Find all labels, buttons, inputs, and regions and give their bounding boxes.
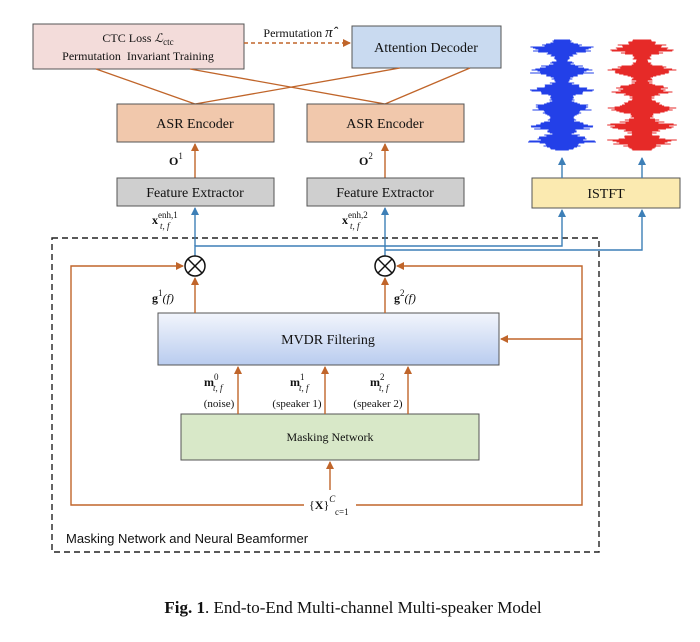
attention-decoder-box [351, 25, 502, 69]
mask-1-desc: (speaker 1) [272, 398, 322, 410]
ctc-loss-box [32, 23, 245, 70]
ctc-loss-label: CTC Loss ℒctc [102, 31, 173, 47]
feature-extractor-1-box [116, 177, 275, 207]
multiplier-2 [374, 255, 396, 277]
masking-network-label: Masking Network [287, 430, 374, 444]
waveform-speaker-1 [528, 39, 596, 151]
gain-2-label: g2(f) [394, 288, 416, 305]
o1-label: O1 [169, 151, 183, 168]
feature-extractor-1-label: Feature Extractor [146, 186, 244, 201]
input-signal-label: {X}Cc=1 [309, 494, 349, 517]
gain-1-label: g1(f) [152, 288, 174, 305]
mvdr-filtering-label: MVDR Filtering [281, 333, 375, 348]
o2-label: O2 [359, 151, 373, 168]
figure-caption: Fig. 1. End-to-End Multi-channel Multi-s… [164, 598, 541, 617]
permutation-label: Permutation π̂ [263, 25, 338, 41]
enhanced-signal-lines [191, 157, 646, 256]
asr-encoder-1-box [116, 103, 275, 143]
feature-extractor-2-box [306, 177, 465, 207]
feature-extractor-2-label: Feature Extractor [336, 186, 434, 201]
masking-network-box [180, 413, 480, 461]
asr-encoder-1-label: ASR Encoder [156, 117, 234, 132]
encoder-crossing-lines [95, 67, 471, 105]
multiplier-1 [184, 255, 206, 277]
pit-label: Permutation Invariant Training [62, 49, 214, 63]
input-feedback-lines [70, 262, 583, 506]
asr-encoder-2-box [306, 103, 465, 143]
asr-encoder-2-label: ASR Encoder [346, 117, 424, 132]
istft-box [531, 177, 681, 209]
mask-2-desc: (speaker 2) [353, 398, 403, 410]
mvdr-filtering-box [157, 312, 500, 366]
mask-0-desc: (noise) [204, 398, 235, 410]
region-label: Masking Network and Neural Beamformer [66, 531, 309, 546]
attention-decoder-label: Attention Decoder [374, 41, 478, 56]
waveform-speaker-2 [607, 39, 677, 151]
beamformer-region [51, 237, 600, 553]
istft-label: ISTFT [587, 187, 625, 202]
